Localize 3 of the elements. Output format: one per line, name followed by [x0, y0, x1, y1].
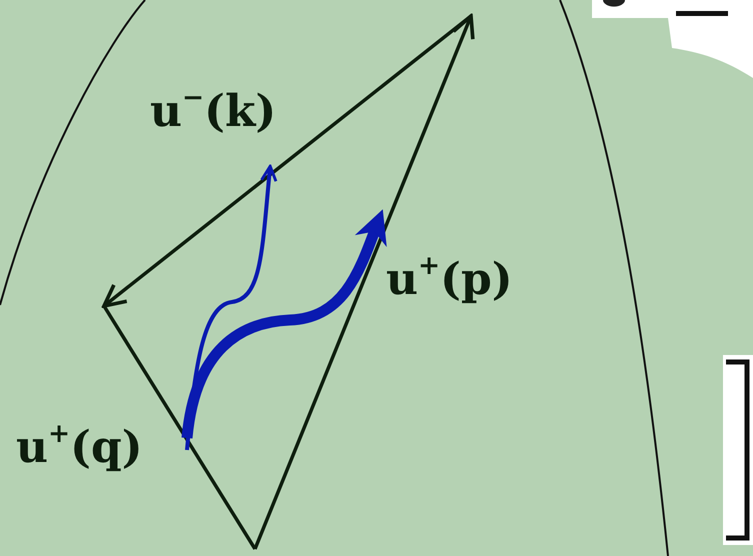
- vector-label: u$^{+}$(p): [386, 258, 513, 302]
- vector-label: u$^{+}$(q): [16, 426, 143, 470]
- vector-label: u$^{−}$(k): [150, 90, 276, 134]
